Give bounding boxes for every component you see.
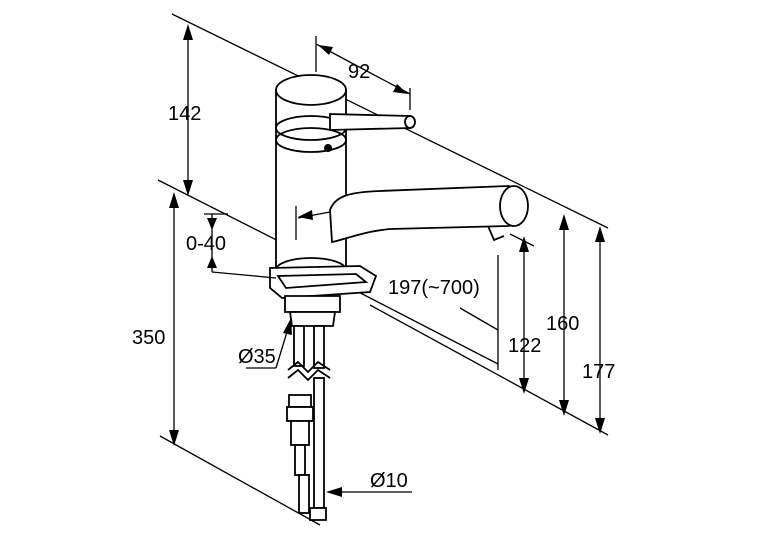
dim-122: 122 bbox=[508, 236, 541, 394]
dim-diameter-10-label: Ø10 bbox=[370, 470, 408, 492]
dim-0-40-label: 0-40 bbox=[186, 233, 226, 255]
dim-160-label: 160 bbox=[546, 313, 579, 335]
dim-diameter-10: Ø10 bbox=[326, 470, 412, 497]
dim-177: 177 bbox=[582, 226, 615, 434]
dim-197-700-label: 197(~700) bbox=[388, 277, 480, 299]
dim-142: 142 bbox=[168, 24, 201, 196]
dim-350: 350 bbox=[132, 192, 179, 446]
faucet-body bbox=[275, 74, 347, 283]
supply-hoses bbox=[286, 325, 331, 521]
spout bbox=[329, 185, 529, 244]
dim-122-label: 122 bbox=[508, 335, 541, 357]
dim-diameter-35: Ø35 bbox=[238, 318, 292, 369]
base-plate bbox=[269, 265, 378, 327]
dim-92: 92 bbox=[315, 36, 411, 110]
dim-160: 160 bbox=[546, 214, 579, 416]
dim-92-label: 92 bbox=[348, 61, 370, 83]
dim-diameter-35-label: Ø35 bbox=[238, 346, 276, 368]
dim-350-label: 350 bbox=[132, 327, 165, 349]
dim-0-40: 0-40 bbox=[186, 213, 277, 279]
extension-lines bbox=[157, 13, 609, 526]
dim-177-label: 177 bbox=[582, 361, 615, 383]
lever-handle bbox=[324, 113, 416, 152]
dim-142-label: 142 bbox=[168, 103, 201, 125]
dim-197-700: 197(~700) bbox=[295, 206, 480, 299]
